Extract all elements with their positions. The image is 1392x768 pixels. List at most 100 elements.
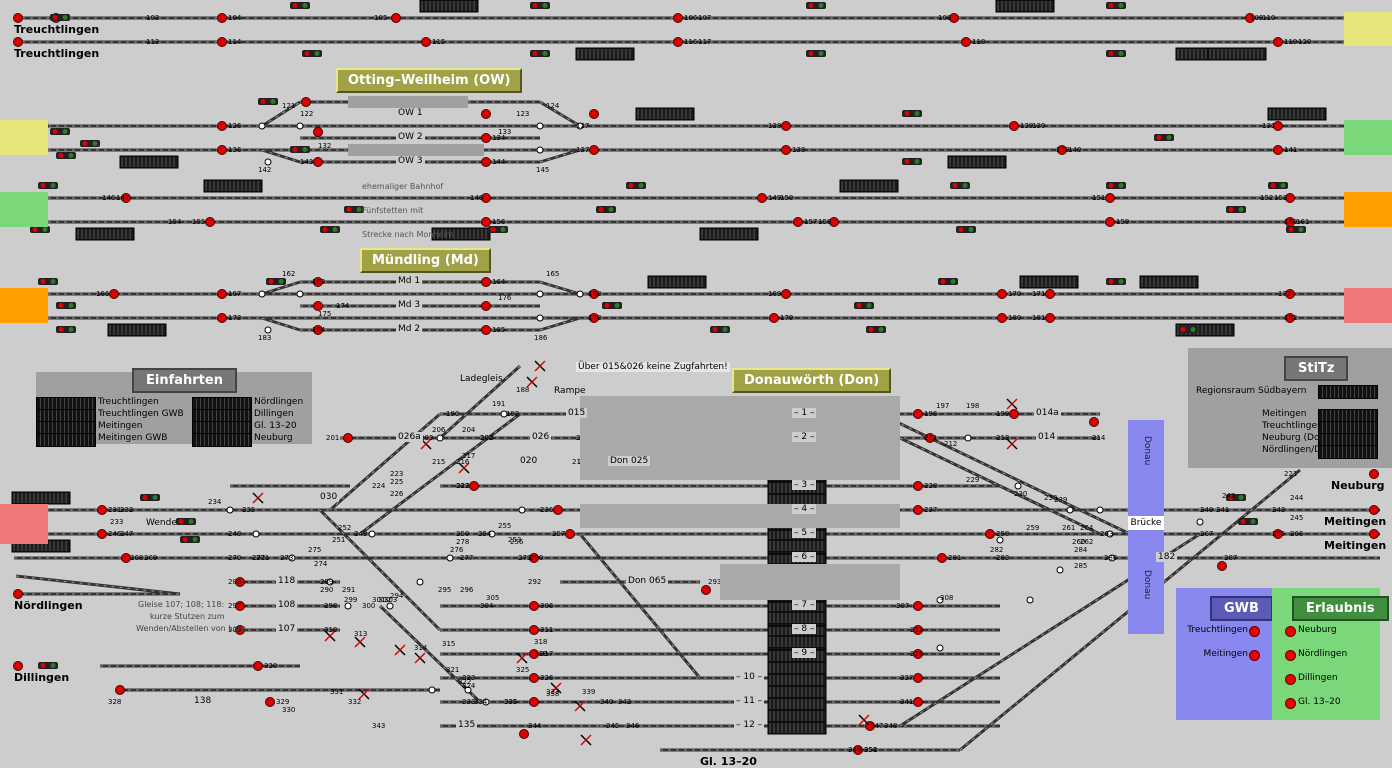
signal-light[interactable] <box>589 145 599 155</box>
signal-lamp-green[interactable] <box>1298 227 1304 232</box>
erlaubnis-item[interactable]: Dillingen <box>1298 673 1338 683</box>
signal-light[interactable] <box>1105 217 1115 227</box>
signal-lamp-green[interactable] <box>152 495 158 500</box>
signal-lamp-red[interactable] <box>1108 3 1114 8</box>
signal-number[interactable]: 139 <box>1056 146 1069 154</box>
switch-point[interactable] <box>536 146 544 154</box>
exit-block-ow-left[interactable] <box>0 120 48 155</box>
signal-number[interactable]: 319 <box>534 650 547 658</box>
switch-point[interactable] <box>536 290 544 298</box>
signal-number[interactable]: 236 <box>540 506 554 514</box>
signal-number[interactable]: 252 <box>338 524 351 532</box>
signal-light[interactable] <box>1273 121 1283 131</box>
signal-light[interactable] <box>985 529 995 539</box>
signal-number[interactable]: 324 <box>462 682 476 690</box>
signal-number[interactable]: 316 <box>910 650 924 658</box>
signal-number[interactable]: 217 <box>462 452 475 460</box>
signal-number[interactable]: 244 <box>1290 494 1304 502</box>
signal-light[interactable] <box>961 37 971 47</box>
signal-number[interactable]: 335 <box>504 698 517 706</box>
signal-light[interactable] <box>529 673 539 683</box>
switch-point[interactable] <box>518 506 526 514</box>
signal-number[interactable]: 197 <box>936 402 949 410</box>
signal-number[interactable]: 238 <box>1044 494 1057 502</box>
switch-point[interactable] <box>1096 506 1104 514</box>
signal-lamp-green[interactable] <box>1118 3 1124 8</box>
signal-number[interactable]: 337 <box>546 688 559 696</box>
signal-number[interactable]: 308 <box>940 594 953 602</box>
signal-light[interactable] <box>313 325 323 335</box>
signal-number[interactable]: 291 <box>342 586 355 594</box>
signal-number[interactable]: 118 <box>972 38 985 46</box>
signal-number[interactable]: 297 <box>228 602 241 610</box>
signal-light[interactable] <box>421 37 431 47</box>
signal-light[interactable] <box>913 625 923 635</box>
signal-light[interactable] <box>913 481 923 491</box>
signal-lamp-green[interactable] <box>1118 279 1124 284</box>
signal-number[interactable]: 155 <box>192 218 205 226</box>
einf-left-item[interactable]: Treuchtlingen <box>98 397 159 407</box>
signal-number[interactable]: 109 <box>1250 14 1263 22</box>
erlaubnis-item[interactable]: Gl. 13–20 <box>1298 697 1341 707</box>
signal-number[interactable]: 309 <box>228 626 241 634</box>
signal-lamp-red[interactable] <box>1228 495 1234 500</box>
signal-number[interactable]: 127 <box>576 122 589 130</box>
signal-number[interactable]: 280 <box>530 554 543 562</box>
signal-number[interactable]: 126 <box>228 122 242 130</box>
signal-light[interactable] <box>481 301 491 311</box>
signal-number[interactable]: 223 <box>390 470 403 478</box>
signal-number[interactable]: 311 <box>540 626 553 634</box>
signal-number[interactable]: 344 <box>528 722 542 730</box>
signal-number[interactable]: 277 <box>460 554 473 562</box>
signal-number[interactable]: 162 <box>282 270 295 278</box>
signal-number[interactable]: 129 <box>1020 122 1033 130</box>
signal-number[interactable]: 172 <box>1278 290 1291 298</box>
switch-point[interactable] <box>368 530 376 538</box>
signal-number[interactable]: 317 <box>540 650 553 658</box>
stitz-bar[interactable] <box>1318 421 1378 435</box>
switch-point[interactable] <box>1066 506 1074 514</box>
signal-number[interactable]: 138 <box>792 146 805 154</box>
signal-number[interactable]: 121 <box>282 102 295 110</box>
stitz-list-item[interactable]: Nördlingen/Dillingen <box>1262 445 1354 455</box>
signal-lamp-red[interactable] <box>268 279 274 284</box>
signal-number[interactable]: 345 <box>606 722 619 730</box>
signal-number[interactable]: 152 <box>1260 194 1273 202</box>
signal-light[interactable] <box>97 505 107 515</box>
signal-lamp-red[interactable] <box>260 99 266 104</box>
signal-light[interactable] <box>1369 529 1379 539</box>
signal-number[interactable]: 191 <box>492 400 505 408</box>
signal-number[interactable]: 331 <box>330 688 343 696</box>
signal-number[interactable]: 250 <box>456 530 469 538</box>
signal-number[interactable]: 351 <box>864 746 877 754</box>
signal-number[interactable]: 312 <box>910 626 923 634</box>
signal-lamp-green[interactable] <box>1250 519 1256 524</box>
exit-block-ow-right[interactable] <box>1344 120 1392 155</box>
signal-lamp-red[interactable] <box>868 327 874 332</box>
signal-number[interactable]: 326 <box>540 674 554 682</box>
signal-number[interactable]: 167 <box>228 290 241 298</box>
switch-point[interactable] <box>1106 530 1114 538</box>
signal-lamp-red[interactable] <box>808 51 814 56</box>
signal-number[interactable]: 221 <box>1284 470 1297 478</box>
signal-lamp-green[interactable] <box>1280 183 1286 188</box>
signal-number[interactable]: 325 <box>516 666 529 674</box>
signal-number[interactable]: 190 <box>446 410 459 418</box>
signal-light[interactable] <box>235 625 245 635</box>
signal-light[interactable] <box>313 277 323 287</box>
signal-number[interactable]: 157 <box>804 218 817 226</box>
signal-number[interactable]: 303 <box>384 596 397 604</box>
switch-point[interactable] <box>326 578 334 586</box>
signal-lamp-green[interactable] <box>302 147 308 152</box>
signal-number[interactable]: 114 <box>228 38 242 46</box>
signal-number[interactable]: 301 <box>372 596 385 604</box>
signal-number[interactable]: 145 <box>536 166 549 174</box>
signal-lamp-red[interactable] <box>904 111 910 116</box>
signal-number[interactable]: 300 <box>362 602 375 610</box>
signal-number[interactable]: 296 <box>460 586 474 594</box>
signal-light[interactable] <box>1045 289 1055 299</box>
signal-number[interactable]: 243 <box>1272 506 1285 514</box>
signal-number[interactable]: 231 <box>108 506 121 514</box>
signal-lamp-green[interactable] <box>962 183 968 188</box>
signal-number[interactable]: 302 <box>378 596 391 604</box>
